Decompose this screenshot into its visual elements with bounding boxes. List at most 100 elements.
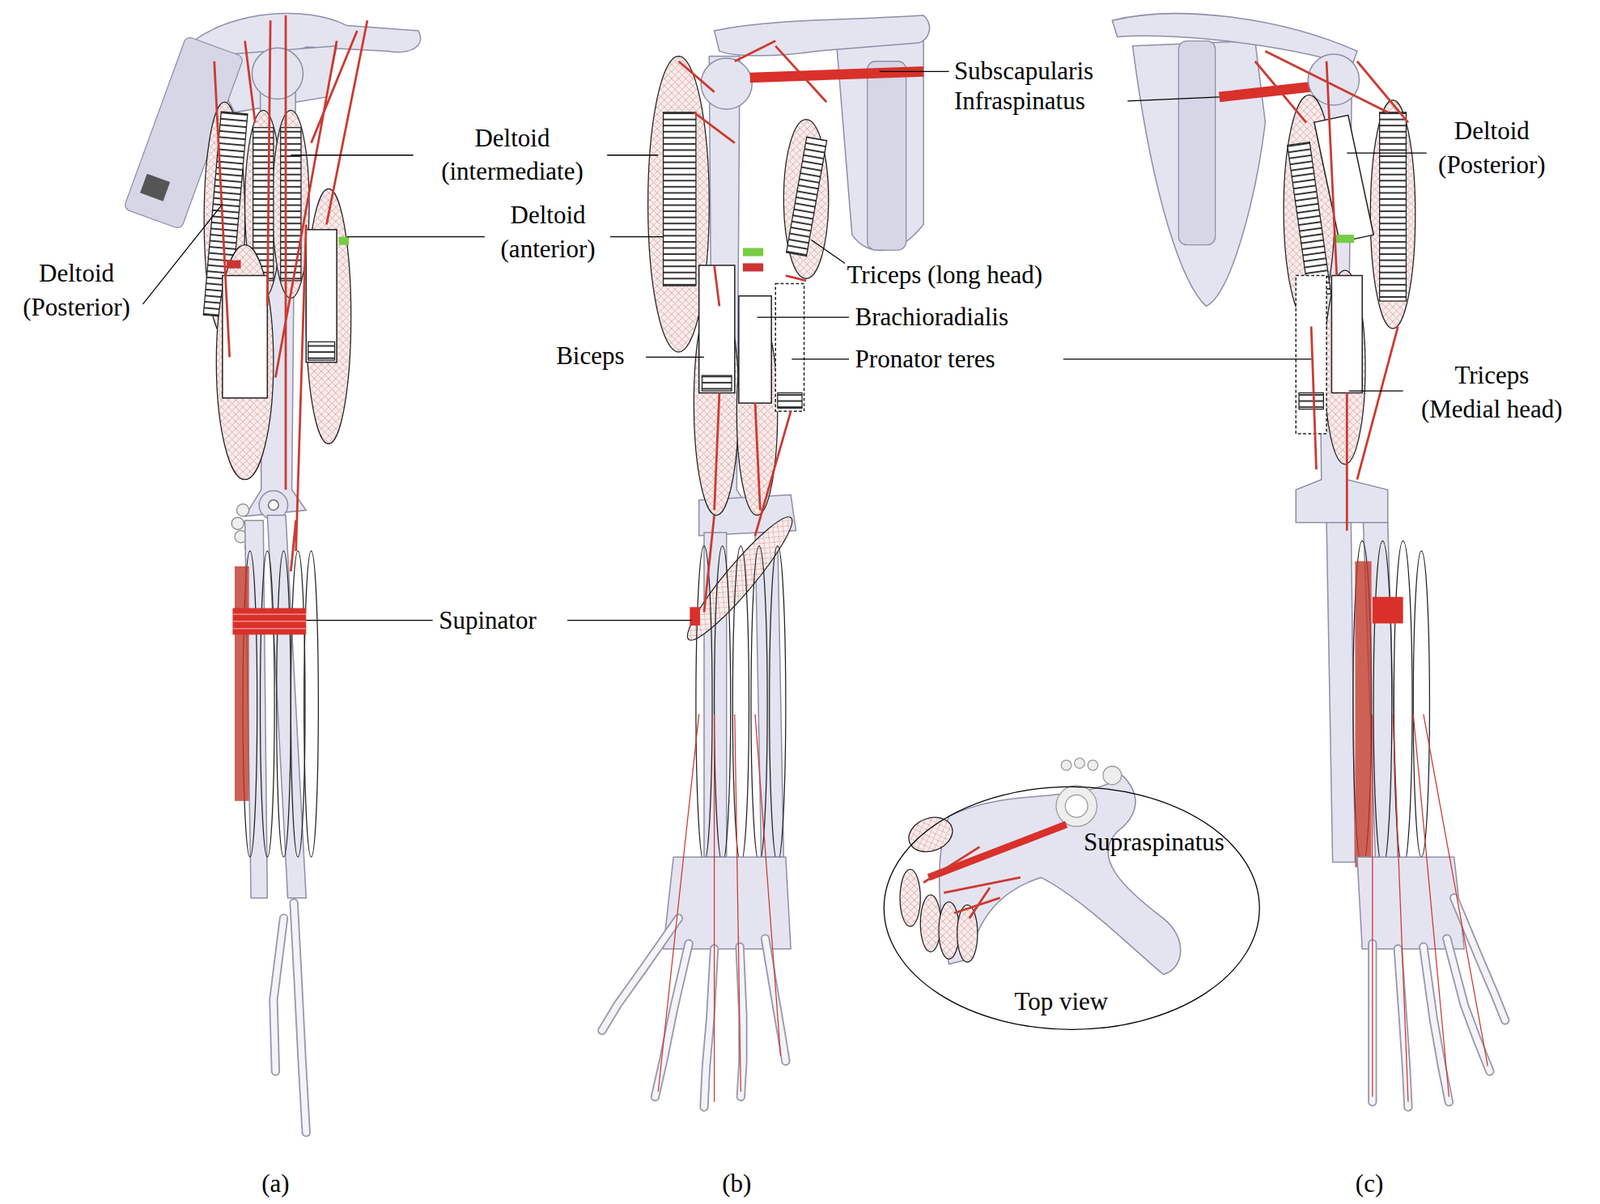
arm-side-view-part <box>234 566 250 802</box>
arm-side-view-part <box>304 551 319 858</box>
muscle-label: Supinator <box>438 603 537 638</box>
arm-front-view <box>602 15 930 1108</box>
arm-side-view-part <box>290 551 306 858</box>
arm-back-view-part <box>1178 41 1215 246</box>
arm-back-view-part <box>1454 898 1506 1021</box>
arm-front-view-part <box>750 71 924 78</box>
arm-front-view-part <box>663 112 697 286</box>
leader-lines-part <box>1127 97 1219 102</box>
arm-back-view-part <box>1423 946 1450 1103</box>
arm-front-view-part <box>678 41 827 613</box>
arm-front-view-part <box>700 58 752 110</box>
leader-lines-part <box>1346 152 1426 154</box>
arm-side-view-part <box>140 174 170 202</box>
top-view-inset-part <box>1061 759 1072 771</box>
arm-front-view-part <box>738 296 772 404</box>
arm-back-view-part <box>1287 142 1332 298</box>
arm-front-view-part <box>704 949 715 1108</box>
arm-back-view-part <box>1307 54 1359 106</box>
muscle-label: Supraspinatus <box>1083 826 1225 861</box>
muscle-label: Brachioradialis <box>855 300 1009 335</box>
leader-lines-part <box>810 239 845 264</box>
arm-back-view-part <box>1353 540 1372 867</box>
top-view-inset-part <box>1103 766 1122 786</box>
arm-back-view-part <box>1454 898 1506 1021</box>
leader-lines-part <box>757 317 849 319</box>
arm-side-view-part <box>251 47 303 99</box>
arm-back-view-part <box>1298 393 1324 410</box>
arm-back-view-part <box>1314 114 1374 242</box>
panel-label: (a) <box>261 1167 289 1202</box>
arm-front-view-part <box>742 247 764 256</box>
arm-front-view-part <box>765 938 786 1062</box>
arm-front-view-part <box>657 714 781 1103</box>
arm-side-view-part <box>226 260 242 269</box>
arm-side-view-part <box>214 15 368 572</box>
muscle-label: Pronator teres <box>855 342 996 377</box>
panel-label: (c) <box>1355 1167 1384 1202</box>
arm-side-view-part <box>308 341 336 361</box>
muscle-label: Biceps <box>555 339 624 374</box>
arm-side-view-part <box>305 188 351 444</box>
arm-back-view-part <box>1331 275 1363 394</box>
arm-back-view-part <box>1335 234 1354 243</box>
arm-front-view-part <box>677 508 802 649</box>
arm-side-view <box>123 12 421 1133</box>
top-view-inset-part <box>957 904 978 963</box>
arm-front-view-part <box>704 949 715 1108</box>
arm-front-view-part <box>786 136 828 256</box>
arm-back-view-part <box>1133 41 1266 307</box>
top-view-inset-part <box>938 902 960 960</box>
arm-back-view-part <box>1372 714 1488 1103</box>
leader-lines-part <box>645 356 705 358</box>
arm-front-view-part <box>783 119 828 280</box>
arm-side-view-part <box>232 608 306 636</box>
arm-back-view-part <box>1354 561 1371 868</box>
top-view-inset-part <box>1056 785 1097 827</box>
top-view-inset-part <box>920 895 941 953</box>
arm-front-view-part <box>689 606 701 626</box>
arm-front-view-part <box>714 546 731 863</box>
arm-side-view-part <box>339 237 350 246</box>
arm-back-view-part <box>1324 270 1366 465</box>
arm-front-view-part <box>777 393 803 409</box>
top-view-inset-part <box>1065 794 1088 818</box>
arm-side-view-part <box>305 229 337 363</box>
arm-back-view-part <box>1326 522 1355 863</box>
leader-lines-part <box>879 71 950 73</box>
arm-front-view-part <box>765 938 786 1062</box>
arm-back-view-part <box>1413 551 1430 858</box>
arm-side-view-part <box>231 517 244 530</box>
top-view-inset-part <box>899 869 921 927</box>
arm-side-view-part <box>232 614 306 629</box>
arm-side-view-part <box>273 918 285 1072</box>
inset-outline <box>883 786 1260 1030</box>
leader-lines <box>143 71 1427 620</box>
muscle-label: Subscapularis <box>954 54 1094 89</box>
inset-ellipse: SupraspinatusTop view <box>882 785 1261 1032</box>
top-view-inset-part <box>1087 759 1099 771</box>
arm-side-view-part <box>273 918 285 1072</box>
leader-lines-part <box>143 203 223 305</box>
arm-side-view-part <box>276 551 292 858</box>
muscle-label: Infraspinatus <box>954 84 1086 119</box>
arm-side-view-part <box>267 515 306 899</box>
panel-label: (b) <box>721 1167 752 1202</box>
arm-front-view-part <box>701 375 732 391</box>
arm-front-view-part <box>732 546 749 863</box>
muscle-label: Deltoid (intermediate) <box>441 121 584 190</box>
arm-side-view-part <box>293 903 306 1134</box>
leader-lines-part <box>1349 390 1404 391</box>
arm-front-view-part <box>751 546 768 863</box>
arm-front-view-part <box>714 15 930 56</box>
arm-back-view-part <box>1373 540 1393 867</box>
muscle-label: Deltoid (anterior) <box>500 199 596 268</box>
arm-front-view-part <box>775 284 804 412</box>
muscle-label: Deltoid (Posterior) <box>22 256 131 325</box>
arm-back-view-part <box>1255 50 1409 531</box>
top-view-inset-part <box>923 847 1021 919</box>
top-view-inset-part <box>939 775 1181 975</box>
arm-side-view-part <box>268 500 280 511</box>
